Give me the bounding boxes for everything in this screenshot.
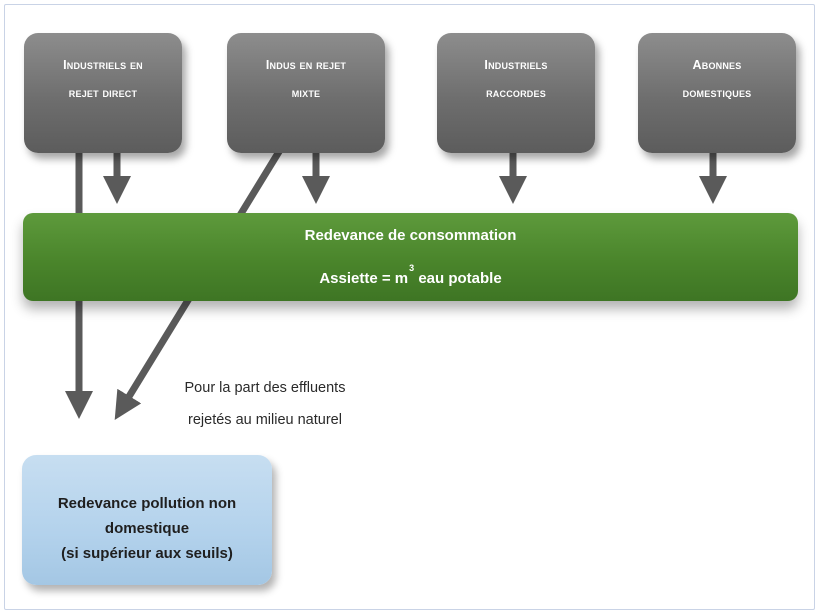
effluent-note: Pour la part des effluents rejetés au mi… [150,372,380,436]
consumption-base-exponent: 3 [409,262,415,273]
pollution-line-3: (si supérieur aux seuils) [61,544,233,562]
consumption-base-suffix: eau potable [418,269,502,287]
source-box-abonnes-domestiques: Abonnes domestiques [638,33,796,153]
consumption-box: Redevance de consommation Assiette = m3 … [23,213,798,301]
source-label-abonnes-domestiques: Abonnes domestiques [682,58,752,100]
consumption-base: Assiette = m3 eau potable [319,252,501,295]
source-label-industriels-rejet-direct: Industriels en rejet direct [63,58,143,100]
effluent-note-line-1: Pour la part des effluents [184,380,346,396]
pollution-line-2: domestique [104,519,190,537]
source-label-indus-rejet-mixte: Indus en rejet mixte [265,58,347,100]
source-label-industriels-raccordes: Industriels raccordes [484,58,548,100]
pollution-line-1: Redevance pollution non [57,494,237,512]
source-box-industriels-rejet-direct: Industriels en rejet direct [24,33,182,153]
pollution-box: Redevance pollution non domestique (si s… [22,455,272,585]
effluent-note-line-2: rejetés au milieu naturel [188,412,342,428]
source-box-industriels-raccordes: Industriels raccordes [437,33,595,153]
source-box-indus-rejet-mixte: Indus en rejet mixte [227,33,385,153]
consumption-title: Redevance de consommation [304,226,517,244]
diagram-frame [4,4,815,610]
consumption-base-prefix: Assiette = m [319,269,409,287]
